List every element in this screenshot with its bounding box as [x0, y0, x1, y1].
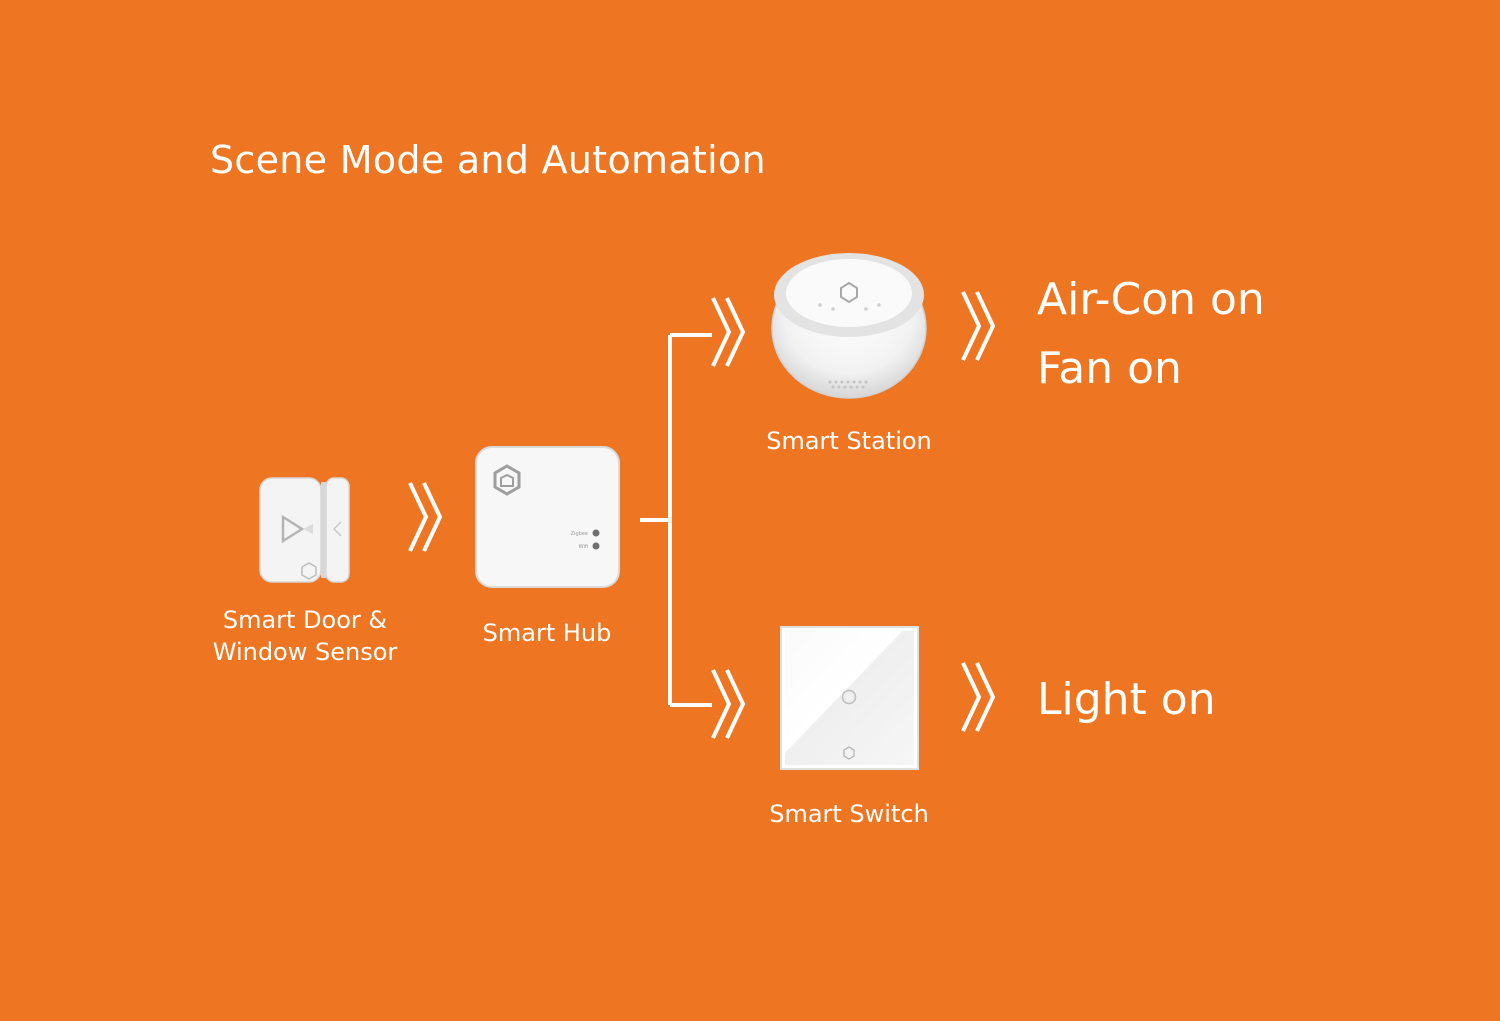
brand-logo-icon [493, 464, 521, 496]
door-sensor-device [259, 477, 350, 583]
chevron-arrow-to-switch [711, 669, 746, 739]
switch-label: Smart Switch [769, 800, 929, 828]
zigbee-led [592, 529, 600, 537]
hub-label: Smart Hub [482, 619, 612, 647]
smart-station-device [771, 253, 927, 399]
touch-button-icon [841, 689, 857, 705]
action-aircon-on: Air-Con on [1037, 274, 1265, 325]
chevron-arrow-sensor-hub [408, 482, 443, 552]
action-light-on: Light on [1037, 674, 1216, 725]
brand-logo-icon [840, 281, 858, 304]
smart-hub-device: Zigbee Wifi [475, 446, 620, 588]
chevron-arrow-switch-action [961, 662, 996, 732]
action-fan-on: Fan on [1037, 343, 1182, 394]
chevron-arrow-station-action [961, 291, 996, 361]
connector-lines [640, 333, 712, 707]
brand-logo-icon [843, 746, 855, 760]
sensor-label: Smart Door & Window Sensor [212, 606, 398, 666]
brand-logo-icon [301, 562, 317, 580]
speaker-grille [828, 380, 868, 389]
switch-actions: Light on [1037, 672, 1216, 728]
chevron-left-icon [332, 521, 342, 537]
station-actions: Air-Con on Fan on [1037, 272, 1265, 397]
smart-switch-device [780, 626, 919, 770]
station-label: Smart Station [766, 427, 932, 455]
chevron-arrow-to-station [711, 297, 746, 367]
page-title: Scene Mode and Automation [210, 138, 766, 182]
play-icon [281, 514, 305, 544]
wifi-led [592, 542, 600, 550]
zigbee-label: Zigbee [571, 531, 588, 537]
wifi-label: Wifi [579, 544, 588, 550]
